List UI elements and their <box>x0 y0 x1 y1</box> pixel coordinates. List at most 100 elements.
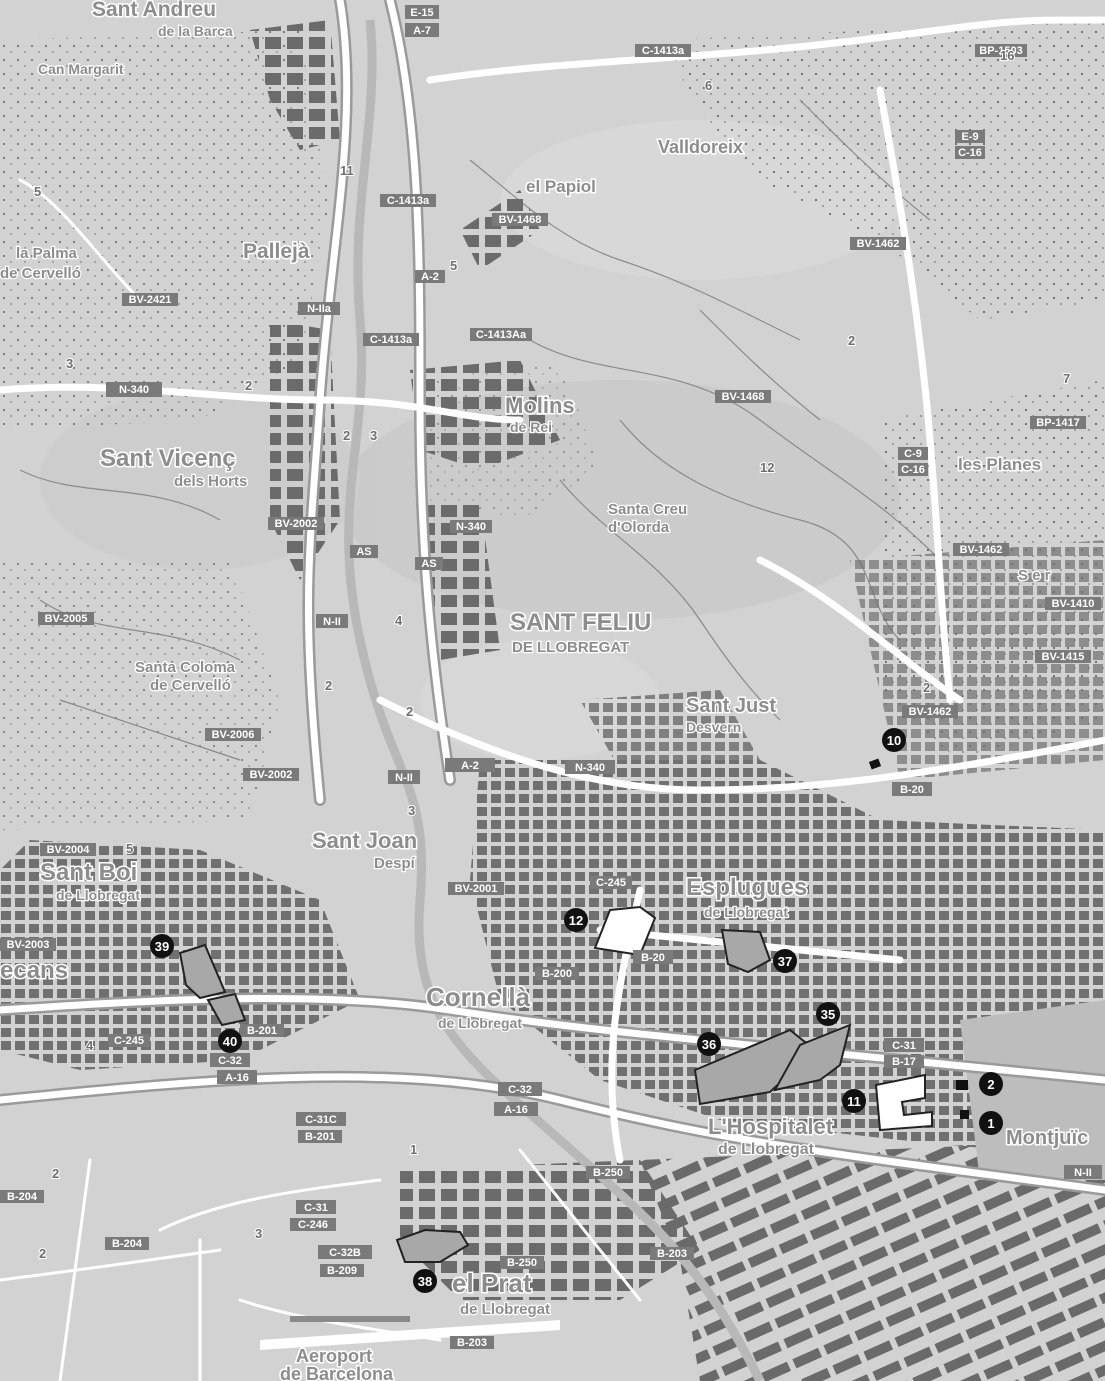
svg-text:BV-2002: BV-2002 <box>250 769 293 781</box>
zone-12 <box>593 905 657 957</box>
road-label-c245: C-245 <box>590 876 632 889</box>
road-labels: E-15 A-7 C-1413a BP-1503 E-9 C-16 C-1413… <box>0 5 1102 1349</box>
svg-text:N-II: N-II <box>395 772 413 784</box>
svg-text:4: 4 <box>395 613 403 628</box>
zone-37 <box>720 928 772 974</box>
zone-1 <box>960 1110 969 1119</box>
place-el-papiol: el Papiol <box>526 177 596 196</box>
svg-text:C-32B: C-32B <box>329 1247 361 1259</box>
svg-text:BV-1462: BV-1462 <box>909 706 952 718</box>
svg-text:C-16: C-16 <box>901 464 925 476</box>
svg-text:5: 5 <box>126 841 133 856</box>
svg-text:B-204: B-204 <box>112 1238 143 1250</box>
place-sant-boi-sub: de Llobregat <box>56 887 140 903</box>
place-santa-creu: Santa Creu <box>608 501 687 518</box>
place-sant-just: Sant Just <box>686 695 776 717</box>
svg-text:N-II: N-II <box>323 616 341 628</box>
svg-text:C-31C: C-31C <box>305 1114 337 1126</box>
road-label-b201: B-201 <box>240 1024 284 1037</box>
road-label-bp1417: BP-1417 <box>1030 416 1086 429</box>
svg-text:12: 12 <box>569 913 583 928</box>
road-label-bv2004: BV-2004 <box>40 843 96 856</box>
road-label-c16-mid: C-16 <box>898 463 928 476</box>
road-label-c246: C-246 <box>290 1218 336 1231</box>
svg-text:A-16: A-16 <box>504 1104 528 1116</box>
svg-text:B-17: B-17 <box>892 1056 916 1068</box>
svg-text:A-7: A-7 <box>413 25 431 37</box>
svg-text:BP-1503: BP-1503 <box>979 45 1022 57</box>
svg-text:N-340: N-340 <box>575 762 605 774</box>
marker-12: 12 <box>564 908 588 932</box>
svg-text:E-9: E-9 <box>961 131 978 143</box>
svg-text:36: 36 <box>702 1037 716 1052</box>
road-label-b203: B-203 <box>650 1247 694 1260</box>
svg-text:BV-2001: BV-2001 <box>455 883 498 895</box>
place-sant-boi: Sant Boi <box>40 859 137 886</box>
route-numbers: 16 6 11 5 5 3 2 2 3 12 2 4 2 2 3 5 4 3 2… <box>33 47 1071 1262</box>
place-les-planes: les Planes <box>958 455 1041 474</box>
place-sant-andreu: Sant Andreu <box>92 0 216 21</box>
road-label-bv1462-mid: BV-1462 <box>953 543 1009 556</box>
place-hospitalet-sub: de Llobregat <box>718 1141 815 1158</box>
svg-text:16: 16 <box>1000 48 1014 63</box>
svg-text:C-32: C-32 <box>218 1055 242 1067</box>
marker-38: 38 <box>413 1269 437 1293</box>
road-label-bv1468-mid: BV-1468 <box>715 390 771 403</box>
place-sant-joan-sub: Despí <box>374 855 416 872</box>
place-aeroport: Aeroport <box>296 1346 372 1366</box>
place-molins: Molins <box>505 393 575 418</box>
svg-text:C-1413Aa: C-1413Aa <box>476 329 527 341</box>
zones <box>178 758 969 1263</box>
svg-text:C-16: C-16 <box>958 147 982 159</box>
road-label-a7: A-7 <box>405 23 439 37</box>
road-label-c31c: C-31C <box>296 1112 346 1126</box>
road-label-b17: B-17 <box>884 1055 924 1068</box>
place-sant-vicenc-sub: dels Horts <box>174 473 247 490</box>
place-el-prat: el Prat <box>452 1268 532 1298</box>
place-el-prat-sub: de Llobregat <box>460 1301 550 1318</box>
road-label-c1413a-mid: C-1413a <box>363 333 419 346</box>
road-label-b20-right: B-20 <box>892 782 932 796</box>
svg-text:35: 35 <box>821 1007 835 1022</box>
svg-text:N-340: N-340 <box>456 521 486 533</box>
svg-text:7: 7 <box>1063 371 1070 386</box>
road-label-a16-mid: A-16 <box>494 1102 538 1116</box>
road-label-n2: N-II <box>316 614 348 628</box>
svg-text:A-2: A-2 <box>421 271 439 283</box>
svg-text:BV-2003: BV-2003 <box>7 939 50 951</box>
map-markers: 1 2 10 11 12 35 36 37 38 39 40 <box>150 728 1003 1293</box>
svg-text:C-9: C-9 <box>904 448 922 460</box>
road-label-b201-low: B-201 <box>298 1130 342 1143</box>
svg-text:2: 2 <box>325 678 332 693</box>
road-label-c32: C-32 <box>210 1053 250 1067</box>
svg-text:BV-1462: BV-1462 <box>960 544 1003 556</box>
place-sant-feliu: SANT FELIU <box>510 609 651 636</box>
svg-text:5: 5 <box>450 258 457 273</box>
marker-10: 10 <box>882 728 906 752</box>
zone-10 <box>868 758 882 770</box>
marker-35: 35 <box>816 1002 840 1026</box>
svg-text:C-31: C-31 <box>304 1202 328 1214</box>
road-label-c1413a: C-1413a <box>380 194 436 207</box>
svg-text:4: 4 <box>86 1038 94 1053</box>
zone-2 <box>956 1080 968 1090</box>
road-label-as2: AS <box>415 557 443 570</box>
svg-text:BV-2002: BV-2002 <box>275 518 318 530</box>
svg-text:3: 3 <box>408 803 415 818</box>
place-montjuic: Montjuïc <box>1006 1127 1088 1149</box>
svg-text:B-20: B-20 <box>641 952 665 964</box>
svg-text:N-IIa: N-IIa <box>307 303 332 315</box>
road-label-bv1415: BV-1415 <box>1035 650 1091 663</box>
place-santa-coloma-sub: de Cervelló <box>150 677 231 694</box>
svg-text:1: 1 <box>987 1116 994 1131</box>
place-santa-creu-sub: d'Olorda <box>608 519 670 536</box>
svg-text:BV-1468: BV-1468 <box>499 214 542 226</box>
place-aeroport-sub: de Barcelona <box>280 1364 394 1381</box>
road-label-b203-b: B-203 <box>450 1336 494 1349</box>
airport-runway <box>260 1316 560 1350</box>
svg-text:B-200: B-200 <box>542 968 572 980</box>
svg-text:5: 5 <box>34 184 41 199</box>
place-cornella: Cornellà <box>426 982 531 1012</box>
